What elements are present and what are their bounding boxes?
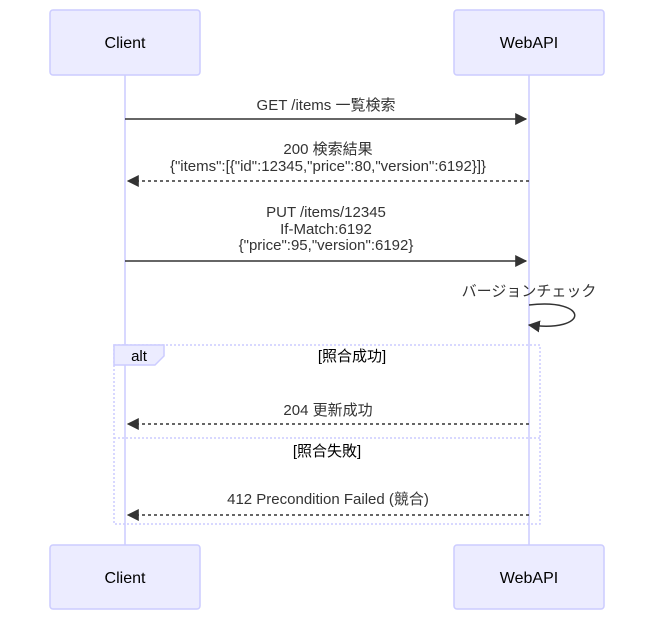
webapi-actor-bottom-label: WebAPI	[500, 570, 558, 587]
message-412-conflict-label: 412 Precondition Failed (競合)	[227, 491, 429, 508]
message-204-updated-label: 204 更新成功	[283, 402, 372, 419]
message-put-item-label-1: PUT /items/12345	[266, 204, 386, 221]
message-put-item-label-3: {"price":95,"version":6192}	[239, 237, 414, 254]
alt-condition-failure: [照合失敗]	[293, 443, 361, 460]
message-get-items: GET /items 一覧検索	[125, 97, 528, 125]
webapi-actor-bottom: WebAPI	[453, 544, 605, 610]
client-actor-top: Client	[49, 9, 201, 76]
message-version-check-label: バージョンチェック	[462, 283, 597, 300]
webapi-actor-top-label: WebAPI	[500, 35, 558, 52]
client-actor-bottom-label: Client	[105, 570, 146, 587]
client-actor-top-label: Client	[105, 35, 146, 52]
client-actor-bottom: Client	[49, 544, 201, 610]
alt-frame: alt [照合成功] [照合失敗]	[113, 344, 541, 525]
message-200-result: 200 検索結果 {"items":[{"id":12345,"price":8…	[126, 141, 529, 187]
alt-condition-success: [照合成功]	[318, 348, 386, 365]
message-version-check: バージョンチェック	[462, 283, 597, 333]
message-200-result-label-2: {"items":[{"id":12345,"price":80,"versio…	[170, 158, 486, 175]
message-put-item-label-2: If-Match:6192	[280, 221, 372, 238]
webapi-actor-top: WebAPI	[453, 9, 605, 76]
message-get-items-label: GET /items 一覧検索	[257, 97, 396, 114]
alt-label: alt	[131, 348, 148, 365]
message-204-updated: 204 更新成功	[126, 402, 529, 430]
message-412-conflict: 412 Precondition Failed (競合)	[126, 491, 529, 521]
message-put-item: PUT /items/12345 If-Match:6192 {"price":…	[125, 204, 528, 267]
message-200-result-label-1: 200 検索結果	[283, 141, 372, 158]
